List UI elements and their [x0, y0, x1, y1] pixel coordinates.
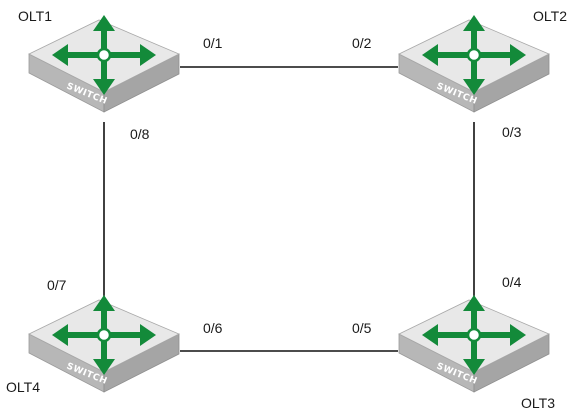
- olt1-name: OLT1: [18, 8, 52, 24]
- port-label-0-5: 0/5: [352, 320, 372, 336]
- port-label-0-6: 0/6: [203, 320, 223, 336]
- olt2-name: OLT2: [533, 8, 567, 24]
- olt3-name: OLT3: [521, 395, 555, 409]
- port-label-0-4: 0/4: [502, 274, 522, 290]
- olt4-name: OLT4: [6, 379, 40, 395]
- switch-olt2: SWITCH: [399, 15, 549, 112]
- switch-olt4: SWITCH: [29, 295, 179, 392]
- switch-olt1: SWITCH: [29, 15, 179, 112]
- port-label-0-8: 0/8: [130, 126, 150, 142]
- port-label-0-7: 0/7: [47, 277, 67, 293]
- port-label-0-1: 0/1: [203, 35, 223, 51]
- port-label-0-3: 0/3: [502, 124, 522, 140]
- port-label-0-2: 0/2: [352, 35, 372, 51]
- switch-olt3: SWITCH: [399, 295, 549, 392]
